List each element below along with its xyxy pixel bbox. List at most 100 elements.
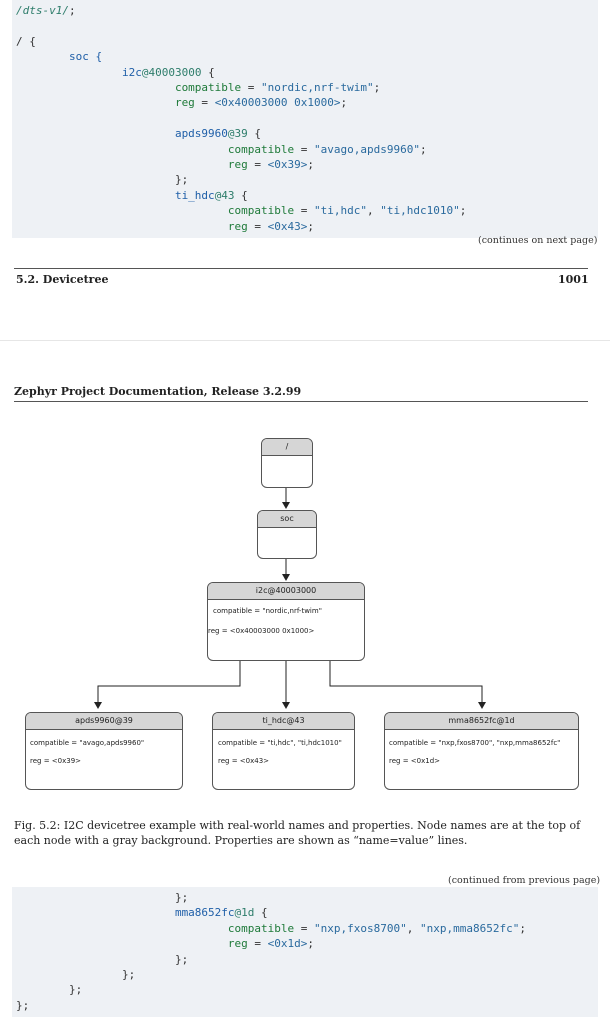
code-top-token: "ti,hdc1010" (380, 204, 460, 218)
code-bottom-token: <0x1d> (267, 937, 308, 951)
code-top-token: ; (459, 204, 467, 218)
code-bottom-token: }; (16, 968, 136, 981)
header-rule (14, 401, 588, 402)
node-tihdc: ti_hdc@43 compatible = "ti,hdc", "ti,hdc… (212, 712, 355, 790)
code-top-token: reg (16, 96, 195, 110)
code-bottom-token: compatible (16, 921, 295, 935)
node-tihdc-compatible: compatible = "ti,hdc", "ti,hdc1010" (218, 739, 342, 747)
edge-i2c-apds (94, 660, 241, 709)
code-top-token: { (234, 188, 248, 202)
code-top-token: /dts-v1/ (16, 4, 69, 17)
code-block-bottom: }; mma8652fc@1d { compatible = "nxp,fxos… (12, 887, 598, 1017)
node-root: / (261, 438, 313, 488)
code-top-token: = (294, 142, 315, 156)
code-top-line: i2c@40003000 { (16, 66, 215, 80)
code-bottom-token: }; (16, 998, 30, 1012)
code-top-token: ; (373, 81, 381, 94)
footer-page-number: 1001 (558, 273, 589, 286)
code-bottom-line: mma8652fc@1d { (16, 906, 268, 920)
code-top-token: compatible (16, 81, 242, 94)
code-top-line: reg = <0x43>; (16, 220, 314, 234)
code-top-token: reg (16, 219, 248, 233)
code-bottom-line: }; (16, 891, 188, 905)
code-bottom-token: "nxp,mma8652fc" (420, 921, 520, 935)
code-top-line: reg = <0x40003000 0x1000>; (16, 96, 347, 110)
code-bottom-token: = (247, 937, 268, 951)
code-bottom-token: = (294, 921, 315, 935)
code-top-line: compatible = "avago,apds9960"; (16, 143, 427, 157)
edge-i2c-mma (329, 660, 486, 709)
code-bottom-line: }; (16, 968, 135, 982)
code-top-token: soc { (16, 50, 103, 64)
code-top-line: apds9960@39 { (16, 127, 261, 141)
code-bottom-token: }; (16, 891, 189, 904)
code-bottom-line: }; (16, 983, 82, 997)
node-apds-compatible: compatible = "avago,apds9960" (30, 739, 145, 747)
code-top-token: / { (16, 34, 36, 48)
code-top-line: compatible = "ti,hdc", "ti,hdc1010"; (16, 204, 466, 218)
code-top-line: compatible = "nordic,nrf-twim"; (16, 81, 380, 95)
code-top-token: = (247, 158, 268, 171)
node-mma-compatible: compatible = "nxp,fxos8700", "nxp,mma865… (389, 739, 561, 747)
node-apds-reg: reg = <0x39> (30, 757, 82, 765)
code-top-token: ; (340, 96, 348, 110)
node-i2c: i2c@40003000 compatible = "nordic,nrf-tw… (207, 582, 365, 661)
code-bottom-line: compatible = "nxp,fxos8700", "nxp,mma865… (16, 922, 526, 936)
code-top-token: ; (68, 4, 76, 17)
code-bottom-line: }; (16, 999, 29, 1013)
node-soc-name: soc (258, 511, 316, 528)
node-apds: apds9960@39 compatible = "avago,apds9960… (25, 712, 183, 790)
code-top-token: apds9960 (16, 127, 228, 141)
code-top-token: { (201, 65, 215, 79)
node-i2c-name: i2c@40003000 (208, 583, 364, 600)
node-tihdc-reg: reg = <0x43> (218, 757, 270, 765)
continues-note: (continues on next page) (478, 235, 598, 246)
code-bottom-line: }; (16, 953, 188, 967)
code-top-token: ; (420, 142, 427, 156)
code-top-token: "ti,hdc" (314, 204, 368, 218)
code-top-token: "avago,apds9960" (314, 142, 420, 156)
code-top-token: compatible (16, 142, 295, 156)
node-root-name: / (262, 439, 312, 456)
code-bottom-token: , (406, 921, 420, 935)
code-top-line: soc { (16, 50, 102, 64)
code-top-token: @40003000 (141, 65, 202, 79)
node-i2c-reg: reg = <0x40003000 0x1000> (208, 627, 315, 635)
code-top-token: = (247, 219, 268, 233)
code-top-token: = (194, 96, 215, 110)
node-apds-name: apds9960@39 (26, 713, 182, 730)
code-top-line: / { (16, 35, 36, 49)
page-header-title: Zephyr Project Documentation, Release 3.… (14, 385, 302, 398)
code-top-token: <0x39> (267, 158, 308, 171)
footer-section: 5.2. Devicetree (16, 273, 109, 286)
code-top-line: reg = <0x39>; (16, 158, 314, 172)
code-top-token: { (247, 127, 262, 141)
node-mma-name: mma8652fc@1d (385, 713, 578, 730)
footer-rule (14, 268, 588, 269)
code-top-token: ti_hdc (16, 188, 215, 202)
code-bottom-token: "nxp,fxos8700" (314, 921, 407, 935)
continued-note: (continued from previous page) (448, 875, 601, 886)
code-top-token: ; (307, 219, 315, 233)
code-bottom-token: { (254, 906, 268, 920)
code-top-token: @39 (227, 127, 248, 141)
code-bottom-token: ; (307, 937, 315, 951)
code-bottom-token: mma8652fc (16, 906, 235, 920)
code-top-token: "nordic,nrf-twim" (261, 81, 374, 94)
code-top-token: i2c (16, 65, 142, 79)
node-tihdc-name: ti_hdc@43 (213, 713, 354, 730)
code-top-line: }; (16, 173, 188, 187)
code-top-token: }; (16, 173, 189, 187)
code-top-token: = (241, 81, 262, 94)
node-i2c-compatible: compatible = "nordic,nrf-twim" (213, 607, 322, 615)
code-top-token: reg (16, 158, 248, 171)
code-block-top: /dts-v1/; / { soc { i2c@40003000 { compat… (12, 0, 598, 238)
code-top-token: = (294, 204, 315, 218)
code-top-token: <0x40003000 0x1000> (214, 96, 341, 110)
code-top-token: , (367, 204, 381, 218)
code-bottom-token: }; (16, 983, 83, 997)
node-soc: soc (257, 510, 317, 559)
code-bottom-line: reg = <0x1d>; (16, 937, 314, 951)
code-bottom-token: @1d (234, 906, 255, 920)
node-mma: mma8652fc@1d compatible = "nxp,fxos8700"… (384, 712, 579, 790)
